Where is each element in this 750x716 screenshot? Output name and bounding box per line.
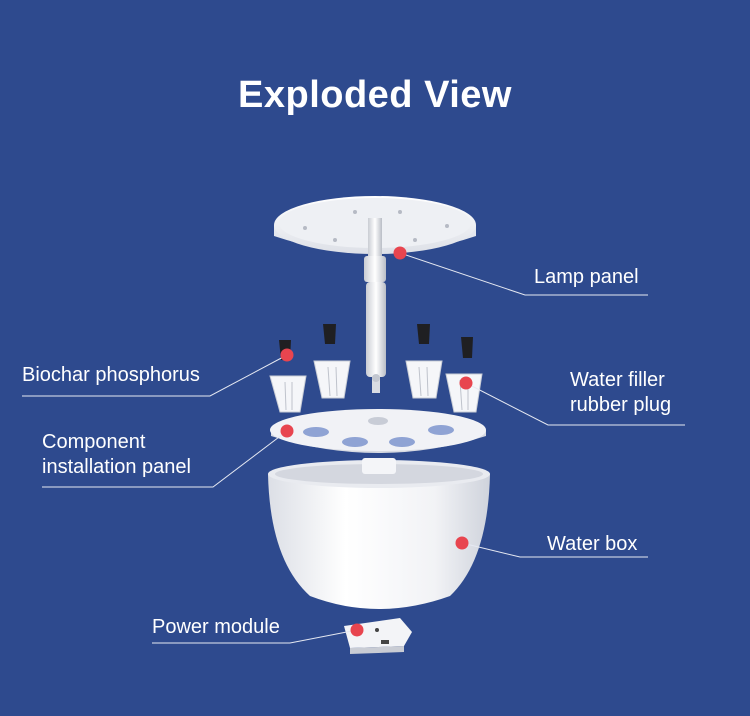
water-filler-marker <box>459 376 473 390</box>
component-installation-panel-part <box>270 409 486 453</box>
leader-lines <box>22 252 685 644</box>
component-panel-marker <box>280 424 294 438</box>
label-component-line2: installation panel <box>42 456 191 478</box>
power-module-part <box>344 618 412 654</box>
label-biochar-phosphorus: Biochar phosphorus <box>22 364 200 386</box>
water-box-part <box>268 458 490 609</box>
label-component-line1: Component <box>42 431 146 453</box>
label-water-box: Water box <box>547 533 638 555</box>
biochar-leader <box>22 354 288 397</box>
water-box-leader <box>461 542 648 558</box>
water-box-marker <box>455 536 469 550</box>
power-module-leader <box>152 629 358 644</box>
label-water-filler-line1: Water filler <box>570 369 665 391</box>
lamp-panel-marker <box>393 246 407 260</box>
seed-baskets <box>269 360 483 413</box>
label-water-filler-line2: rubber plug <box>570 394 672 416</box>
label-power-module: Power module <box>152 616 280 638</box>
pole-part <box>364 218 386 393</box>
water-filler-leader <box>465 382 685 426</box>
component-panel-leader <box>42 430 288 488</box>
diagram-title: Exploded View <box>238 74 512 116</box>
label-lamp-panel: Lamp panel <box>534 266 639 288</box>
lamp-panel-leader <box>399 252 648 296</box>
power-module-marker <box>350 623 364 637</box>
markers <box>280 246 473 637</box>
biochar-marker <box>280 348 294 362</box>
